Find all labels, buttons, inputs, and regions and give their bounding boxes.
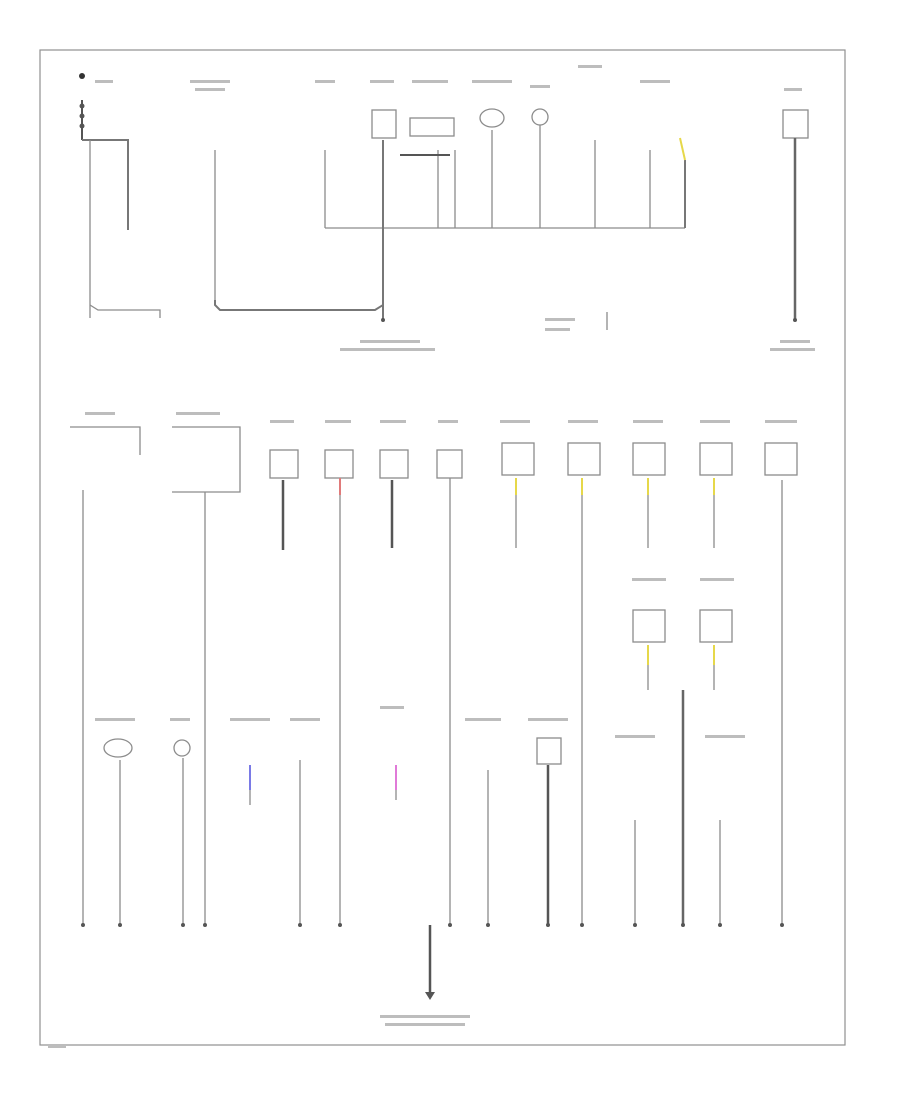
- component-lamp: [531, 108, 549, 126]
- component-box: [269, 449, 299, 479]
- battery-post-icon: [79, 73, 85, 79]
- component-box: [371, 109, 397, 139]
- diagram-border: [39, 49, 846, 1046]
- component-box: [782, 109, 809, 139]
- component-lamp: [103, 738, 133, 758]
- top-section: [79, 73, 809, 330]
- component-lamp: [173, 739, 191, 757]
- component-box: [632, 609, 666, 643]
- component-box: [501, 442, 535, 476]
- component-box: [699, 442, 733, 476]
- component-box: [764, 442, 798, 476]
- component-box: [536, 737, 562, 765]
- faint-labels: [48, 65, 815, 1048]
- component-box: [567, 442, 601, 476]
- wire-end-dots: [81, 318, 797, 927]
- component-box: [324, 449, 354, 479]
- component-box: [632, 442, 666, 476]
- component-box: [409, 117, 455, 137]
- component-box: [436, 449, 463, 479]
- component-lamp: [479, 108, 505, 128]
- ground-arrow-icon: [425, 992, 435, 1000]
- lower-section: [70, 318, 798, 1000]
- fusible-link-icon: [79, 103, 85, 109]
- component-box: [699, 609, 733, 643]
- component-box: [379, 449, 409, 479]
